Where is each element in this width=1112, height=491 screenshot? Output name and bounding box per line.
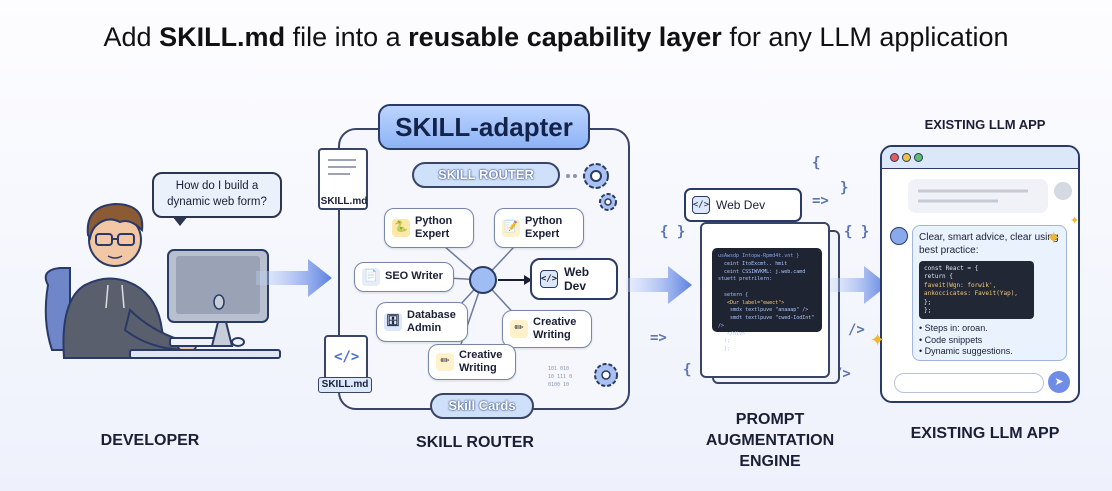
skill-card-creative-writing-2: ✏ Creative Writing	[428, 344, 516, 380]
skill-card-web-dev-selected: </> Web Dev	[530, 258, 618, 300]
user-avatar	[1054, 182, 1072, 200]
existing-app-label: EXISTING LLM APP	[910, 425, 1060, 442]
user-message	[908, 179, 1048, 213]
svg-text:10 111 0: 10 111 0	[548, 374, 572, 380]
maximize-dot	[914, 153, 923, 162]
skill-card-database-admin: 🗄 Database Admin	[376, 302, 468, 342]
gear-icon-small: 101 010 10 111 0 0100 10	[548, 363, 618, 388]
sparkle-icon: ✦	[870, 330, 886, 350]
brace-decoration: {	[812, 155, 821, 171]
svg-text:101 010: 101 010	[548, 366, 569, 372]
code-icon: </>	[540, 270, 558, 288]
svg-text:</>: </>	[334, 349, 359, 365]
skill-card-seo-writer: 📄 SEO Writer	[354, 262, 454, 292]
assistant-reply: Clear, smart advice, clear using best pr…	[912, 225, 1067, 361]
reply-code-snippet: const React = { return { faveit(Wgn: for…	[919, 261, 1034, 319]
close-dot	[890, 153, 899, 162]
brace-decoration: }	[840, 180, 849, 196]
skill-md-label-bottom: SKILL.md	[318, 377, 372, 393]
gear-icon	[566, 163, 617, 211]
page-title: Add SKILL.md file into a reusable capabi…	[103, 22, 1009, 52]
pencil-icon: ✏	[436, 353, 454, 371]
engine-code-block: usAwsdp Intopw-Rpmd4t.vnt } ceint ItoExc…	[712, 248, 822, 352]
app-top-label: EXISTING LLM APP	[924, 117, 1046, 132]
skill-card-creative-writing: ✏ Creative Writing	[502, 310, 592, 348]
slash-decoration: />	[848, 322, 865, 338]
window-titlebar	[882, 147, 1078, 169]
skill-card-python-expert: 🐍 Python Expert	[384, 208, 474, 248]
llm-app-window: Clear, smart advice, clear using best pr…	[880, 145, 1080, 403]
arrow-decoration: =>	[812, 193, 829, 209]
question-bubble: How do I build a dynamic web form?	[152, 172, 282, 226]
python-icon: 🐍	[392, 219, 410, 237]
developer-label: DEVELOPER	[100, 432, 200, 449]
database-icon: 🗄	[384, 313, 402, 331]
send-button[interactable]: ➤	[1048, 371, 1070, 393]
prompt-engine-label: PROMPT AUGMENTATION ENGINE	[705, 411, 835, 470]
sparkle-icon: ✦	[1046, 228, 1062, 248]
engine-web-dev-tab: </> Web Dev	[684, 188, 802, 222]
skill-md-label-top: SKILL.md	[320, 196, 368, 207]
skill-router-label: SKILL ROUTER	[416, 434, 534, 451]
developer-illustration	[44, 202, 281, 359]
skill-card-python-expert-2: 📝 Python Expert	[494, 208, 584, 248]
brace-decoration: {	[683, 362, 692, 378]
brace-decoration: { }	[660, 224, 686, 240]
code-icon: </>	[692, 196, 710, 214]
reply-bullet-list: • Steps in: oroan. • Code snippets • Dyn…	[919, 323, 1013, 357]
minimize-dot	[902, 153, 911, 162]
router-hub	[469, 266, 497, 294]
brace-decoration: { }	[844, 224, 870, 240]
arrow-decoration: =>	[650, 330, 667, 346]
notepad-icon: 📝	[502, 219, 520, 237]
skill-router-pill: SKILL ROUTER	[412, 162, 560, 188]
document-icon: 📄	[362, 268, 380, 286]
assistant-avatar	[890, 227, 908, 245]
skill-adapter-badge: SKILL-adapter	[378, 104, 590, 150]
arrow-router-to-engine	[626, 266, 692, 304]
arrow-developer-to-router	[256, 259, 332, 297]
svg-text:0100 10: 0100 10	[548, 382, 569, 388]
pencil-icon: ✏	[510, 320, 528, 338]
skill-md-file-icon	[318, 148, 368, 210]
arrow-engine-to-app	[830, 266, 888, 304]
sparkle-icon: ✦	[1070, 215, 1080, 227]
skill-cards-pill: Skill Cards	[430, 393, 534, 419]
chat-input[interactable]	[894, 373, 1044, 393]
